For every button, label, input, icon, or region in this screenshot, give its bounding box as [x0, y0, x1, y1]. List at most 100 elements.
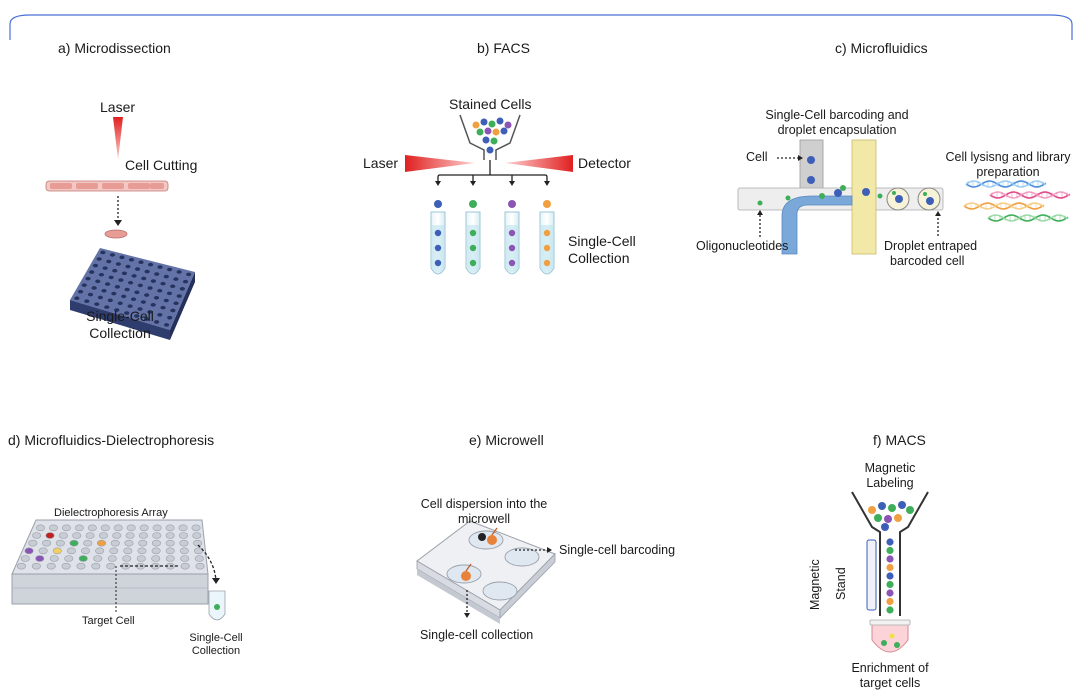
tube-cell [543, 229, 551, 237]
dep-well [165, 532, 175, 539]
well-plate-a [70, 248, 195, 340]
dep-well [152, 524, 162, 532]
dep-well [151, 547, 161, 555]
dep-well [106, 562, 116, 570]
detector-label: Detector [578, 155, 631, 171]
dispersion-label-1: Cell dispersion into the [420, 497, 548, 511]
tube-cell [508, 229, 516, 237]
dep-well [123, 547, 133, 555]
plate-well [98, 272, 105, 277]
stand-label-1: Magnetic [808, 559, 822, 610]
plate-well [130, 297, 137, 302]
tube-cell [508, 244, 516, 252]
cell-cutting-label: Cell Cutting [125, 157, 198, 173]
dna-strand [987, 214, 1069, 222]
dep-well [61, 562, 71, 570]
tube-cell [469, 259, 477, 267]
plate-well [77, 289, 84, 294]
plate-well [147, 262, 154, 267]
plate-well [163, 274, 169, 279]
column-cell [886, 597, 894, 606]
dep-well [151, 555, 161, 562]
plate-well [92, 263, 99, 268]
dep-well [69, 539, 79, 547]
plate-well [81, 283, 87, 287]
plate-well [117, 301, 123, 306]
plate-well [102, 266, 108, 270]
dep-well [137, 547, 147, 555]
plate-well [138, 260, 144, 265]
plate-well [101, 288, 107, 293]
sorted-cell-blue [434, 200, 442, 208]
top-bracket [9, 14, 1073, 40]
detector-beam-b [505, 155, 573, 172]
dep-well [112, 532, 122, 539]
barcoding-arrowhead [547, 547, 552, 553]
dep-well [66, 547, 76, 555]
plate-well [94, 302, 100, 306]
dep-well [113, 524, 123, 532]
laser-label-a: Laser [100, 99, 136, 115]
dep-well [165, 555, 175, 562]
facs-funnel [459, 114, 521, 160]
dep-well [195, 562, 205, 570]
dep-well [91, 562, 101, 570]
plate-well [87, 292, 94, 297]
dep-well [49, 555, 59, 562]
plate-well [96, 257, 102, 261]
dep-well [35, 524, 45, 532]
laser-beam-a [113, 117, 123, 160]
dep-well [32, 532, 42, 539]
microwell-cell-2 [461, 571, 471, 581]
column-cell [886, 589, 894, 597]
laser-beam-b [405, 155, 475, 172]
dep-well [151, 539, 161, 547]
plate-well [84, 299, 90, 303]
plate-well [163, 323, 170, 327]
dep-well [178, 532, 188, 539]
dep-well [46, 562, 56, 570]
dna-strand [965, 180, 1047, 188]
microwell-chip-side-2 [499, 553, 556, 619]
plate-well [121, 294, 127, 299]
dep-array-wells [16, 524, 205, 570]
microwell-cell-1 [487, 535, 497, 545]
plate-well [147, 286, 153, 290]
plate-well [144, 293, 150, 297]
dep-well [87, 524, 97, 532]
macs-funnel-cells [868, 501, 914, 531]
dep-well [191, 524, 201, 532]
plate-well [173, 301, 179, 306]
lysis-label-1: Cell lysisng and library [945, 150, 1071, 164]
collection-arrowhead-e [464, 613, 470, 618]
pointer-arrows-c [759, 157, 939, 237]
dep-well [95, 547, 105, 555]
plate-well [176, 294, 182, 298]
dispersion-label-2: microwell [457, 512, 511, 526]
dep-well [165, 539, 175, 547]
dep-well [16, 562, 26, 570]
cell-inlet-channel [799, 139, 824, 193]
dep-well [64, 555, 74, 562]
plate-well [157, 288, 163, 293]
plate-well [114, 285, 120, 289]
oil-channel [851, 139, 877, 255]
sorted-cell-green [469, 200, 477, 208]
plate-well [104, 282, 111, 286]
droplet-label-2: barcoded cell [890, 254, 965, 268]
lysis-label-2: preparation [976, 165, 1040, 179]
plate-well [137, 283, 143, 288]
plate-well [118, 278, 124, 282]
microwell-bead [478, 533, 486, 541]
tube-cell [508, 259, 516, 267]
microwell-1 [468, 530, 504, 550]
plate-well [85, 276, 91, 281]
dep-well [97, 539, 107, 547]
funnel-cells-b [472, 117, 512, 154]
dep-well [31, 562, 41, 570]
plate-well [124, 287, 130, 292]
plate-well [125, 264, 131, 269]
dep-well [42, 539, 52, 547]
plate-well [182, 279, 189, 284]
dep-well [136, 555, 146, 562]
